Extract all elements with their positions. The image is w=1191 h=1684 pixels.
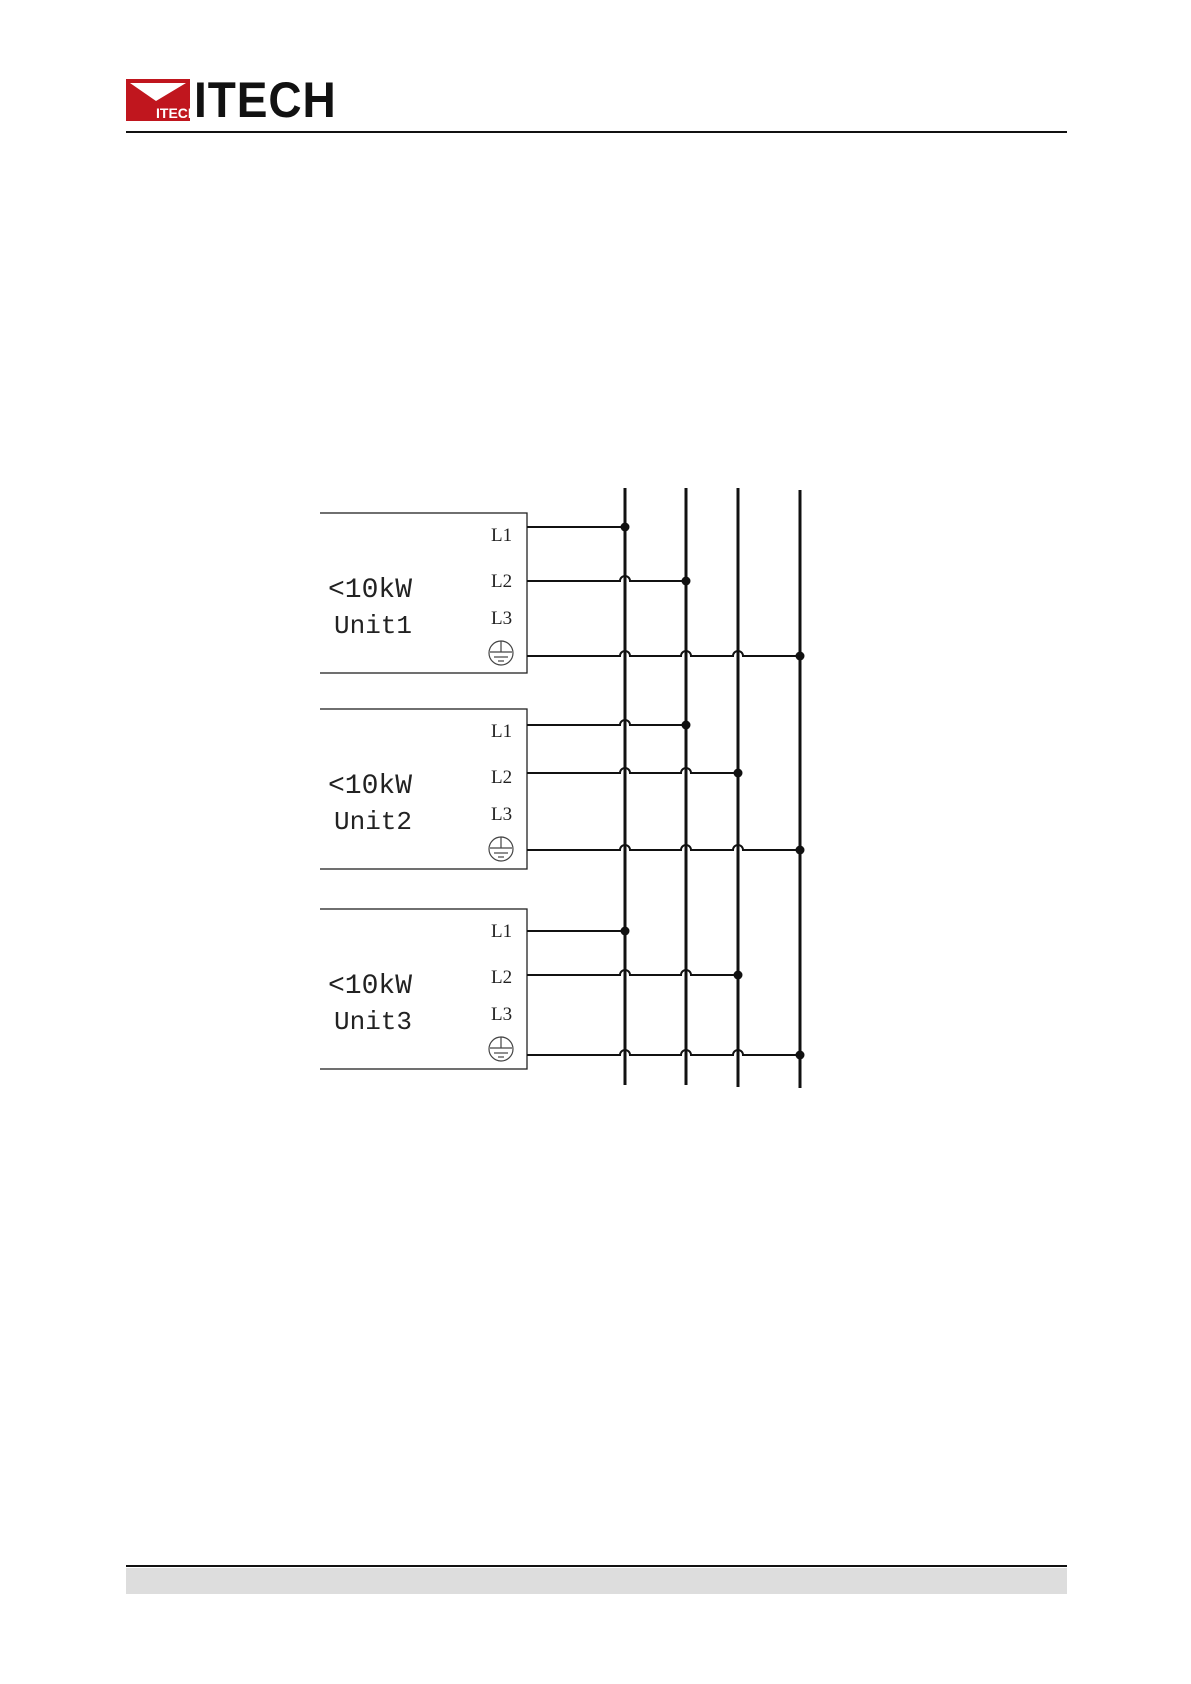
junction-dot	[796, 1051, 805, 1060]
terminal-label-l2: L2	[491, 967, 512, 988]
terminal-label-l1: L1	[491, 525, 512, 546]
terminal-label-l2: L2	[491, 767, 512, 788]
terminal-label-l1: L1	[491, 721, 512, 742]
itech-logo-mark-icon: ITECH	[126, 79, 190, 121]
unit-rating: <10kW	[328, 971, 412, 1002]
unit-name: Unit2	[334, 807, 412, 837]
protective-earth-icon	[489, 837, 513, 861]
unit-2-wire-2	[527, 768, 738, 773]
unit-rating: <10kW	[328, 575, 412, 606]
junction-dot	[682, 577, 691, 586]
terminal-label-l1: L1	[491, 921, 512, 942]
footer-divider	[126, 1565, 1067, 1567]
parallel-wiring-diagram: L1L2L3PE<10kWUnit1L1L2L3<10kWUnit2L1L2L3…	[320, 470, 900, 1180]
junction-dot	[734, 769, 743, 778]
footer-band	[126, 1568, 1067, 1594]
unit-name: Unit1	[334, 611, 412, 641]
logo-wordmark: ITECH	[194, 76, 337, 124]
itech-logo: ITECH ITECH	[126, 76, 349, 124]
terminal-label-l3: L3	[491, 804, 512, 825]
page-header: ITECH ITECH	[126, 76, 1066, 128]
unit-2-wire-1	[527, 720, 686, 725]
protective-earth-icon	[489, 1037, 513, 1061]
unit-3-wire-2	[527, 970, 738, 975]
junction-dot	[796, 846, 805, 855]
unit-1-wire-3	[527, 651, 800, 656]
protective-earth-icon	[489, 641, 513, 665]
unit-1-wire-2	[527, 576, 686, 581]
unit-2-wire-3	[527, 845, 800, 850]
header-divider	[126, 131, 1067, 133]
unit-3-wire-3	[527, 1050, 800, 1055]
logo-mark-text: ITECH	[156, 105, 190, 121]
junction-dot	[682, 721, 691, 730]
junction-dot	[621, 927, 630, 936]
junction-dot	[621, 523, 630, 532]
terminal-label-l3: L3	[491, 1004, 512, 1025]
unit-name: Unit3	[334, 1007, 412, 1037]
terminal-label-l2: L2	[491, 571, 512, 592]
unit-rating: <10kW	[328, 771, 412, 802]
terminal-label-l3: L3	[491, 608, 512, 629]
junction-dot	[734, 971, 743, 980]
junction-dot	[796, 652, 805, 661]
